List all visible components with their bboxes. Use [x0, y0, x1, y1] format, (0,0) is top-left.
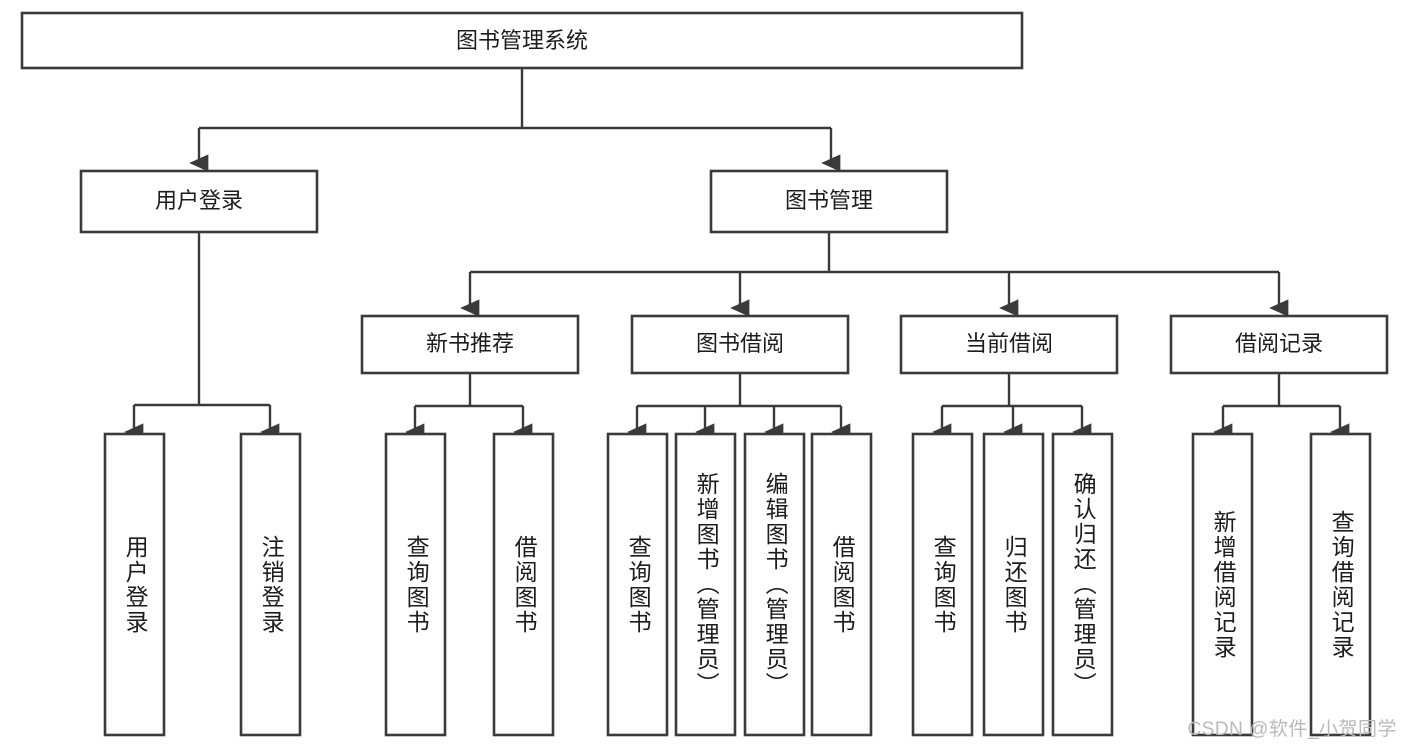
- leaf-box-book-borrow-0[interactable]: [606, 432, 669, 737]
- leaf-box-user-login-0[interactable]: [103, 432, 166, 737]
- leaf-box-current-borrow-2[interactable]: [1051, 432, 1114, 737]
- leaf-box-new-book-recommend-0[interactable]: [384, 432, 447, 737]
- node-borrow-records-label: 借阅记录: [1235, 331, 1323, 356]
- connector-book-management-to-level3: [460, 232, 1289, 317]
- node-new-book-recommend-label: 新书推荐: [426, 331, 514, 356]
- connector-root-to-level2: [189, 68, 841, 172]
- leaf-box-book-borrow-3[interactable]: [810, 432, 873, 737]
- node-book-management[interactable]: 图书管理: [709, 169, 949, 234]
- node-current-borrow[interactable]: 当前借阅: [899, 314, 1119, 375]
- leaf-box-current-borrow-1[interactable]: [982, 432, 1045, 737]
- watermark-text: CSDN @软件_小贺同学: [1187, 719, 1397, 740]
- node-root-label: 图书管理系统: [456, 28, 588, 53]
- connector-borrow-records-to-leaves: [1213, 373, 1350, 441]
- leaf-box-current-borrow-0[interactable]: [911, 432, 974, 737]
- node-borrow-records[interactable]: 借阅记录: [1169, 314, 1389, 375]
- leaf-box-borrow-records-0[interactable]: [1191, 432, 1254, 737]
- leaf-box-new-book-recommend-1[interactable]: [492, 432, 555, 737]
- node-user-login-label: 用户登录: [155, 188, 243, 213]
- connector-user-login-to-leaves: [124, 232, 280, 441]
- node-root-box: [20, 11, 1024, 70]
- node-book-borrow-label: 图书借阅: [696, 331, 784, 356]
- node-book-management-label: 图书管理: [785, 188, 873, 213]
- leaf-box-borrow-records-1[interactable]: [1309, 432, 1372, 737]
- connector-new-book-recommend-to-leaves: [405, 373, 533, 441]
- node-current-borrow-label: 当前借阅: [965, 331, 1053, 356]
- node-new-book-recommend-box: [360, 314, 580, 375]
- node-current-borrow-box: [899, 314, 1119, 375]
- connector-book-borrow-to-leaves: [627, 373, 851, 441]
- connector-current-borrow-to-leaves: [932, 373, 1092, 441]
- node-root[interactable]: 图书管理系统: [20, 11, 1024, 70]
- leaf-box-book-borrow-2[interactable]: [743, 432, 806, 737]
- node-book-borrow[interactable]: 图书借阅: [630, 314, 850, 375]
- leaf-box-user-login-1[interactable]: [239, 432, 302, 737]
- node-user-login-box: [79, 169, 319, 234]
- node-user-login[interactable]: 用户登录: [79, 169, 319, 234]
- leaf-box-book-borrow-1[interactable]: [674, 432, 737, 737]
- node-new-book-recommend[interactable]: 新书推荐: [360, 314, 580, 375]
